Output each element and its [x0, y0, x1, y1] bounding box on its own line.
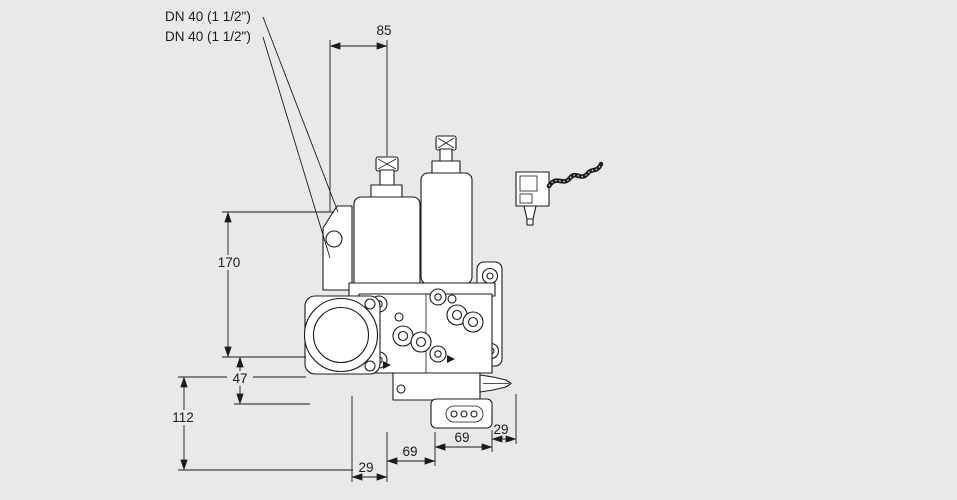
leader-lines — [262, 16, 339, 259]
dim-85-label: 85 — [376, 23, 391, 38]
right-coil-body — [420, 172, 473, 285]
left-solenoid-coil — [353, 156, 421, 291]
dim-112-label: 112 — [172, 410, 194, 425]
dim-29-left-label: 29 — [358, 460, 373, 475]
right-coil-knob-cross — [437, 137, 455, 149]
left-coil-body — [353, 196, 421, 291]
dim-29-right-label: 29 — [493, 422, 508, 437]
dim-170 — [222, 211, 334, 358]
drawing-labels: DN 40 (1 1/2") DN 40 (1 1/2") 85 170 47 … — [165, 9, 509, 475]
connection-cable — [546, 161, 604, 189]
dim-69-left-label: 69 — [402, 444, 417, 459]
dim-47-label: 47 — [232, 371, 247, 386]
din-plug-with-cable — [515, 161, 604, 226]
pressure-regulator-block — [392, 372, 512, 429]
dim-112 — [178, 376, 353, 471]
inlet-flange — [303, 295, 381, 375]
regulator-test-points — [445, 405, 484, 423]
right-solenoid-coil — [420, 135, 473, 285]
dim-170-label: 170 — [218, 255, 241, 270]
dim-85 — [329, 40, 388, 212]
cable-gland — [523, 205, 537, 220]
flow-direction-arrow-right — [447, 355, 455, 363]
dim-bottom-row — [351, 394, 517, 482]
flow-direction-arrow-left — [383, 361, 391, 369]
dim-69-right-label: 69 — [454, 430, 469, 445]
cable-twist-texture — [548, 163, 602, 187]
port-label-top: DN 40 (1 1/2") — [165, 9, 251, 24]
body-port-circles — [392, 294, 484, 353]
mounting-bracket — [322, 205, 353, 291]
port-label-bottom: DN 40 (1 1/2") — [165, 29, 251, 44]
left-coil-knob-cross — [377, 158, 397, 170]
din-plug-body — [515, 171, 550, 207]
